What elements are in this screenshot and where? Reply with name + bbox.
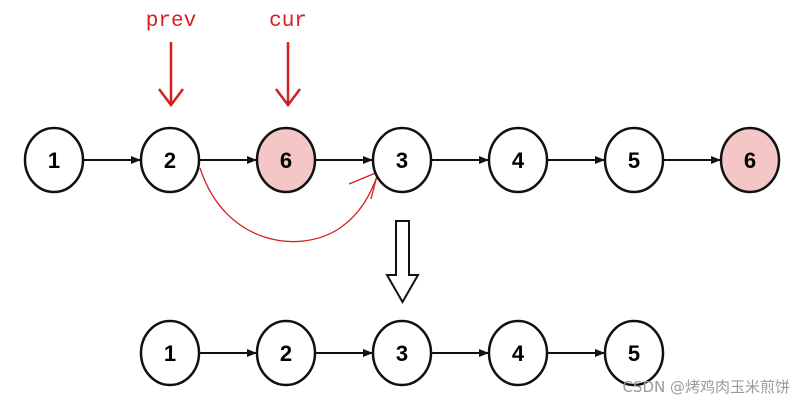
node-circle <box>487 126 549 194</box>
node-value: 3 <box>396 341 408 366</box>
node-circle <box>255 126 317 194</box>
bottom-list-node: 3 <box>371 319 433 387</box>
node-circle <box>255 319 317 387</box>
node-circle <box>603 126 665 194</box>
top-list-node: 5 <box>603 126 665 194</box>
node-value: 4 <box>512 148 525 173</box>
node-circle <box>487 319 549 387</box>
node-circle <box>139 319 201 387</box>
top-list-node: 4 <box>487 126 549 194</box>
node-value: 3 <box>396 148 408 173</box>
cur-pointer-label: cur <box>269 10 307 33</box>
node-value: 5 <box>628 148 640 173</box>
transform-down-arrow <box>385 220 420 305</box>
node-value: 6 <box>280 148 292 173</box>
node-circle <box>371 126 433 194</box>
cur-pointer-arrow <box>275 42 301 108</box>
top-list-node: 2 <box>139 126 201 194</box>
node-value: 2 <box>164 148 176 173</box>
node-value: 6 <box>744 148 756 173</box>
top-list-node: 1 <box>23 126 85 194</box>
bottom-list-node: 1 <box>139 319 201 387</box>
top-list-node: 6 <box>719 126 781 194</box>
node-circle <box>23 126 85 194</box>
prev-pointer-label: prev <box>146 10 196 33</box>
top-list-node: 3 <box>371 126 433 194</box>
node-value: 4 <box>512 341 525 366</box>
top-list-nodes: 1 2 6 3 4 5 6 <box>23 126 781 194</box>
top-list-node: 6 <box>255 126 317 194</box>
bottom-list-node: 2 <box>255 319 317 387</box>
node-value: 5 <box>628 341 640 366</box>
node-value: 1 <box>48 148 60 173</box>
bottom-list-nodes: 1 2 3 4 5 <box>139 319 665 387</box>
node-value: 1 <box>164 341 176 366</box>
bottom-list-node: 5 <box>603 319 665 387</box>
prev-pointer-arrow <box>158 42 184 108</box>
watermark: CSDN @烤鸡肉玉米煎饼 <box>622 378 790 396</box>
node-circle <box>139 126 201 194</box>
node-circle <box>603 319 665 387</box>
bottom-list-node: 4 <box>487 319 549 387</box>
node-circle <box>719 126 781 194</box>
node-value: 2 <box>280 341 292 366</box>
node-circle <box>371 319 433 387</box>
